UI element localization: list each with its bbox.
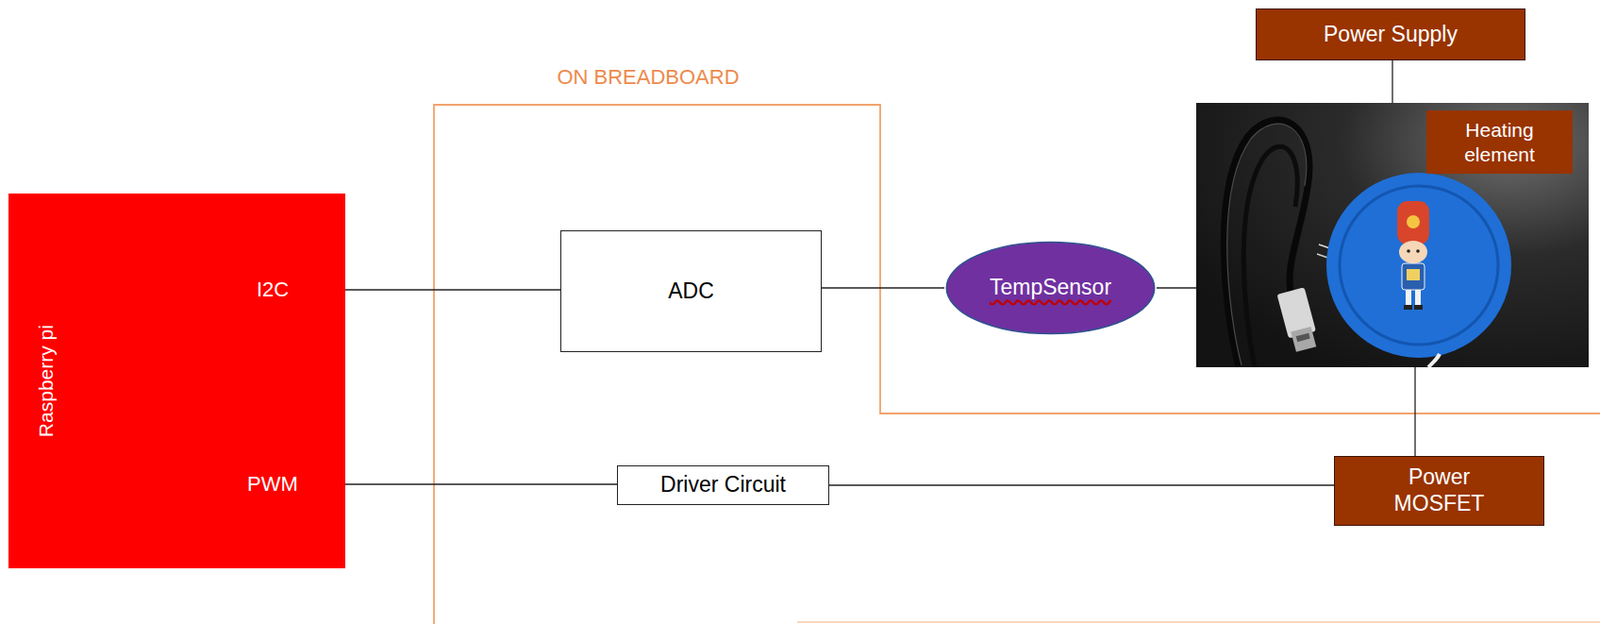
text-slot: TempSensor: [944, 240, 1157, 335]
text-slot: Power Supply: [1256, 9, 1525, 60]
pin-name: I2C: [256, 277, 289, 302]
pin-name-slot: I2C: [225, 273, 320, 306]
region-label: ON BREADBOARD: [556, 65, 739, 90]
node-label: Driver Circuit: [660, 471, 786, 499]
driver-circuit-box: Driver Circuit: [616, 465, 830, 505]
heating-element-label-slot: Heating element: [1426, 110, 1573, 174]
pin-name-slot: PWM: [225, 467, 320, 500]
adc-box: ADC: [560, 230, 822, 352]
connector-wire: [1156, 286, 1197, 288]
text-slot: ADC: [561, 231, 821, 351]
pin-name: PWM: [247, 471, 299, 497]
heater-coaster: [1326, 172, 1512, 358]
text-slot: Power MOSFET: [1334, 456, 1544, 525]
usb-plug: [1277, 286, 1321, 353]
coaster-cable: [1428, 353, 1440, 367]
raspberry-pi-board: Raspberry pi I2C PWM: [8, 193, 346, 568]
node-label: Power MOSFET: [1383, 464, 1497, 517]
board-name: Raspberry pi: [33, 324, 58, 437]
coaster-ring: [1339, 185, 1499, 345]
board-name-slot: Raspberry pi: [13, 193, 80, 568]
photo-background: [1196, 102, 1589, 367]
connector-wire: [1414, 366, 1416, 456]
heating-element: Heating element: [1196, 102, 1589, 367]
text-slot: Driver Circuit: [617, 466, 829, 504]
cartoon-figure: [1397, 200, 1430, 310]
connector-wire: [345, 288, 561, 290]
connector-wire: [821, 286, 945, 288]
temp-sensor: TempSensor: [944, 240, 1157, 335]
connector-wire: [345, 483, 617, 484]
node-label: Power Supply: [1323, 21, 1458, 49]
power-mosfet-box: Power MOSFET: [1333, 455, 1545, 526]
connector-wire: [1391, 60, 1393, 103]
connector-wire: [829, 483, 1334, 485]
node-label: ADC: [667, 278, 715, 305]
label-slot: ON BREADBOARD: [506, 62, 790, 93]
power-supply-box: Power Supply: [1255, 8, 1526, 61]
node-label: TempSensor: [989, 274, 1112, 301]
breadboard-outline: [797, 620, 1600, 623]
heating-element-label: Heating element: [1447, 117, 1553, 166]
